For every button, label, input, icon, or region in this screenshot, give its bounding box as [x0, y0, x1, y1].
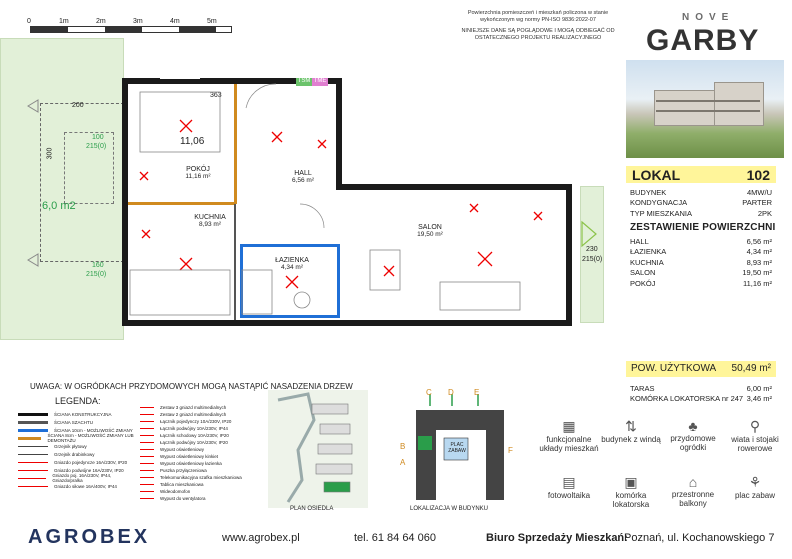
terrace-inner [64, 132, 114, 204]
wall [566, 184, 572, 326]
wall [122, 78, 342, 84]
area-note: Powierzchnia pomieszczeń i mieszkań poli… [461, 10, 615, 41]
website-link[interactable]: www.agrobex.pl [222, 532, 300, 544]
amenity: ⚘ plac zabaw [724, 474, 786, 500]
scale-label: 4m [170, 18, 180, 25]
wall [122, 78, 128, 326]
direction-letter: D [448, 388, 454, 397]
dimension-label: 215(0) [582, 256, 603, 263]
wall [336, 184, 572, 190]
usable-value: 50,49 m² [731, 363, 771, 374]
direction-letter: E [474, 388, 480, 397]
phone-number[interactable]: tel. 61 84 64 060 [354, 532, 436, 544]
garden-left [0, 38, 124, 340]
dimension-label: 215(0) [86, 143, 107, 150]
tsm-box: TSM [296, 78, 312, 86]
playground-icon: ⚘ [748, 474, 762, 490]
dimension-label: 230 [586, 246, 598, 253]
scale-label: 5m [207, 18, 217, 25]
terrace-area: 6,0 m2 [42, 200, 76, 212]
lokal-header: LOKAL 102 [626, 166, 776, 183]
site-plan-map [268, 390, 368, 508]
dimension-label: 200 [72, 102, 84, 109]
brand-nove: NOVE [682, 12, 735, 23]
garden-right [580, 186, 604, 323]
partition-orange [234, 84, 237, 204]
amenity: ▣ komórka lokatorska [600, 474, 662, 509]
usable-label: POW. UŻYTKOWA [631, 363, 717, 374]
bathroom-outline [240, 244, 340, 318]
dimension-label: 160 [92, 262, 104, 269]
legend-right: Zestaw 3 gniazd multimedialnych Zestaw 2… [140, 404, 260, 502]
amenity: ⌂ przestronne balkony [662, 474, 724, 508]
agrobex-logo: AGROBEX [28, 526, 151, 548]
solar-panel-icon: ▤ [562, 474, 576, 490]
scale-label: 1m [59, 18, 69, 25]
legend-title: LEGENDA: [55, 396, 101, 406]
legend-left: ŚCIANA KONSTRUKCYJNA ŚCIANA SZACHTU ŚCIA… [18, 410, 138, 490]
dimension-label: 363 [210, 92, 222, 99]
brand-garby: GARBY [646, 24, 760, 57]
scale-label: 2m [96, 18, 106, 25]
storage-room-icon: ▣ [624, 474, 638, 490]
partition-orange [128, 202, 236, 205]
site-plan-label: PLAN OSIEDLA [290, 506, 334, 512]
amenity: ▦ funkcjonalne układy mieszkań [539, 418, 599, 453]
summary-title: ZESTAWIENIE POWIERZCHNI [630, 222, 776, 233]
office-address: Poznań, ul. Kochanowskiego 7 [624, 532, 775, 544]
scale-label: 3m [133, 18, 143, 25]
wall [336, 78, 342, 188]
wall [122, 320, 572, 326]
office-label: Biuro Sprzedaży Mieszkań: [486, 532, 628, 544]
lokal-number: 102 [746, 167, 770, 183]
partition [234, 204, 236, 320]
plan-symbols [27, 77, 597, 316]
direction-letter: A [400, 458, 406, 467]
direction-letter: F [508, 446, 513, 455]
usable-area-bar: POW. UŻYTKOWA 50,49 m² [626, 361, 776, 377]
lokal-label: LOKAL [632, 167, 681, 183]
dimension-label: 100 [92, 134, 104, 141]
floorplan-icon: ▦ [562, 418, 576, 434]
warning-note: UWAGA: W OGRÓDKACH PRZYDOMOWYCH MOGĄ NAS… [30, 382, 353, 391]
tme-box: TME [312, 78, 328, 86]
bicycle-icon: ⚲ [749, 418, 761, 434]
scale-bar [30, 26, 232, 33]
amenity: ▤ fotowoltaika [538, 474, 600, 500]
amenity: ⚲ wiata i stojaki rowerowe [724, 418, 786, 453]
scale-label: 0 [27, 18, 31, 25]
amenity: ♣ przydomowe ogródki [662, 418, 724, 452]
elevator-icon: ⇅ [625, 418, 637, 434]
balcony-icon: ⌂ [688, 474, 698, 490]
tree-icon: ♣ [688, 418, 698, 434]
building-render [626, 60, 784, 158]
amenity: ⇅ budynek z windą [601, 418, 661, 444]
dimension-label: 215(0) [86, 271, 107, 278]
amenities: ▦ funkcjonalne układy mieszkań ⇅ budynek… [538, 418, 788, 518]
playground-label: PLAC ZABAW [448, 442, 466, 454]
direction-letter: B [400, 442, 406, 451]
direction-letter: C [426, 388, 432, 397]
location-label: LOKALIZACJA W BUDYNKU [410, 506, 489, 512]
location-map: C D E B A F PLAC ZABAW [396, 388, 518, 506]
dimension-pokoj: 11,06 [180, 136, 205, 147]
